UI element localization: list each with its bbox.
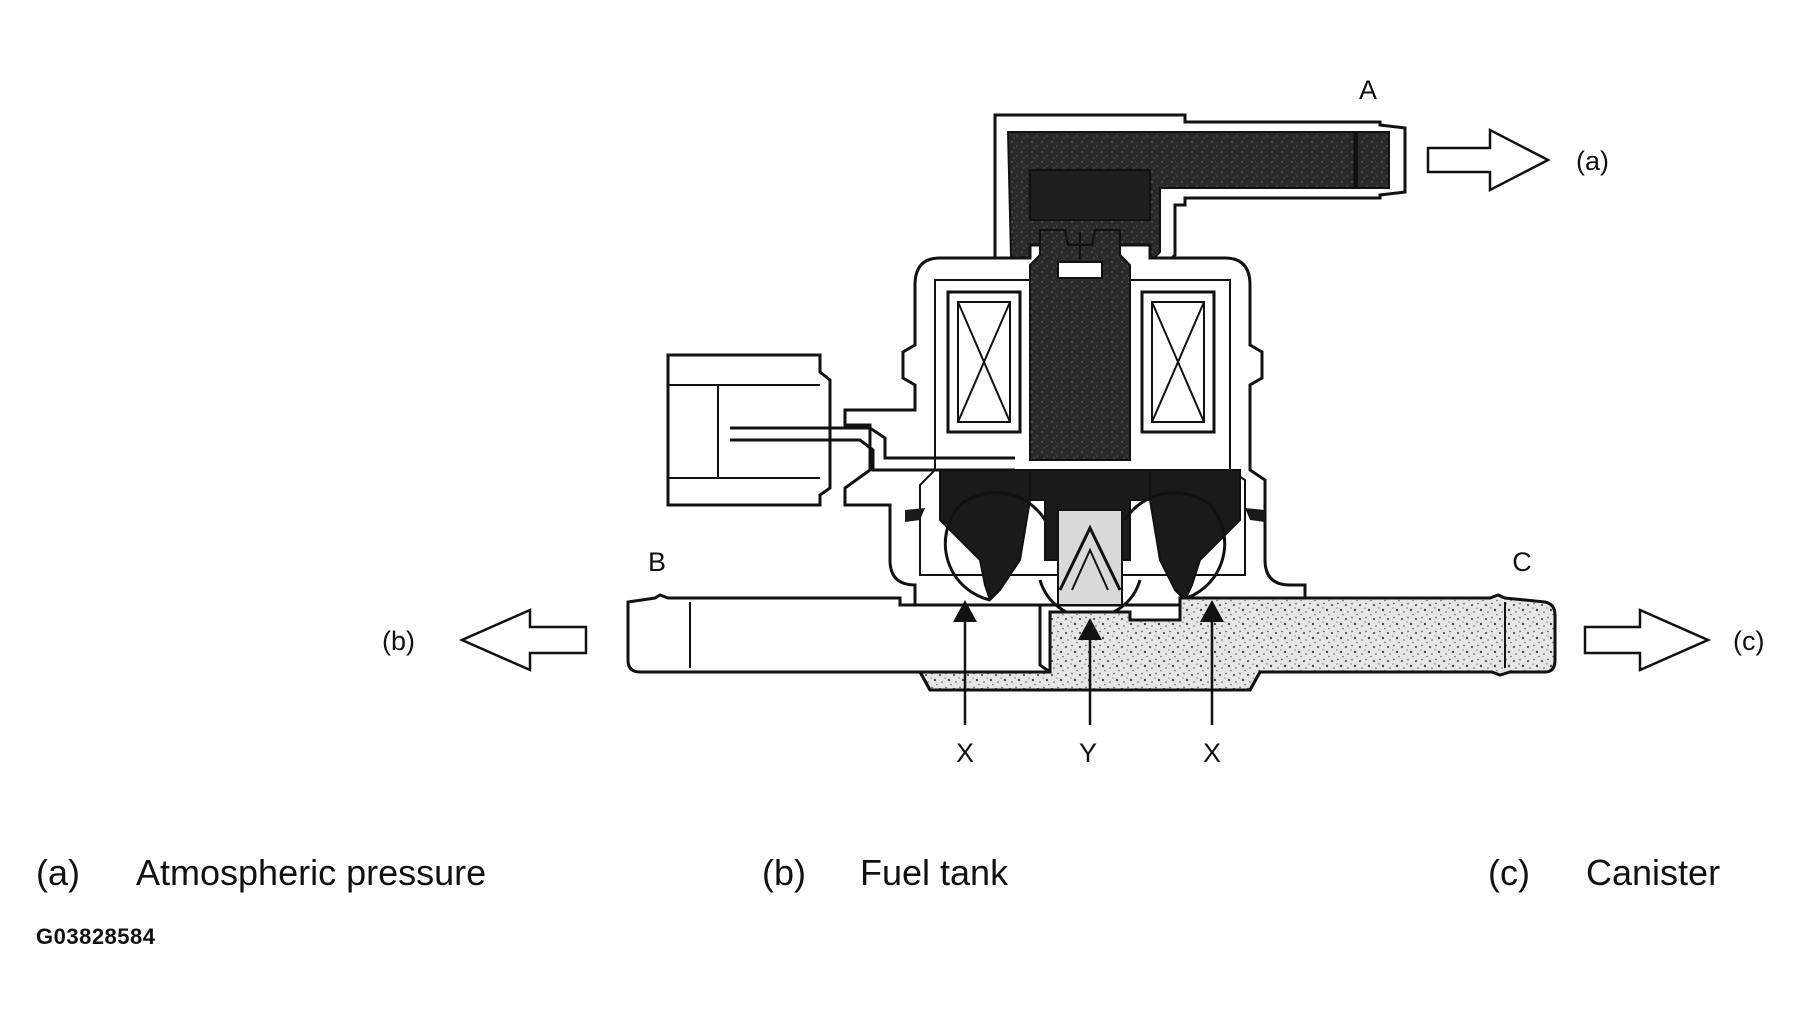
coil-left [946,290,1022,434]
check-ball-left [905,491,1047,602]
flow-label-a: (a) [1576,146,1609,176]
port-label-a: A [1359,75,1377,105]
pointer-x-right [1200,600,1224,725]
legend-text-c: Canister [1586,852,1721,893]
coil-right [1140,290,1216,434]
pipe-c-right [917,593,1557,692]
legend-item-fuel-tank: (b) Fuel tank [762,852,1008,893]
flow-label-c: (c) [1733,626,1764,656]
flow-label-b: (b) [382,626,415,656]
part-label-y: Y [1079,738,1097,768]
flow-arrow-c [1583,608,1712,672]
legend-key-a: (a) [36,852,80,893]
legend-key-b: (b) [762,852,806,893]
lower-valve-body [939,469,1241,606]
port-label-c: C [1512,547,1532,577]
plunger-core [1029,229,1131,461]
port-label-b: B [648,547,666,577]
figure-id: G03828584 [36,924,156,949]
pipe-bottom-outline [640,670,1262,692]
part-label-x-right: X [1203,738,1221,768]
legend-text-a: Atmospheric pressure [136,852,487,893]
electrical-connector [666,353,1015,507]
pointer-y [1078,618,1102,725]
pointer-x-left [953,600,977,725]
pipe-b-left [626,593,1055,674]
legend-item-canister: (c) Canister [1488,852,1720,893]
flow-arrow-a [1426,127,1551,193]
check-ball-right [1123,491,1265,602]
flow-arrow-b [458,608,588,672]
part-label-x-left: X [956,738,974,768]
legend-text-b: Fuel tank [860,852,1009,893]
legend-key-c: (c) [1488,852,1530,893]
legend-item-atmospheric-pressure: (a) Atmospheric pressure [36,852,486,893]
